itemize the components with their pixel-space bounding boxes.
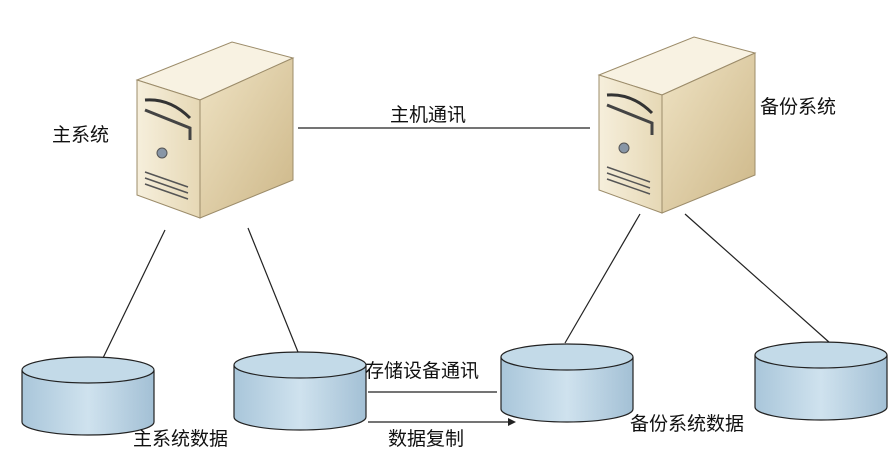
main-system-data-label: 主系统数据 [133, 428, 229, 450]
arrow-head-icon [508, 418, 516, 426]
host-comm-label: 主机通讯 [390, 104, 467, 126]
backup-server-icon [597, 35, 757, 215]
storage-comm-label: 存储设备通讯 [365, 360, 480, 382]
main-system-label: 主系统 [52, 124, 110, 146]
link-main-to-disk2 [247, 227, 299, 353]
link-main-to-disk1 [102, 229, 166, 359]
main-server-icon [135, 40, 295, 220]
connection-lines [102, 127, 831, 426]
main-disk-1-icon [21, 356, 155, 436]
link-backup-to-disk2 [684, 213, 831, 344]
backup-system-data-label: 备份系统数据 [630, 413, 745, 435]
link-backup-to-disk1 [564, 213, 641, 344]
backup-disk-2-icon [754, 341, 888, 421]
backup-disk-1-icon [500, 343, 634, 423]
main-disk-2-icon [233, 351, 367, 431]
data-replication-label: 数据复制 [388, 428, 465, 450]
backup-system-label: 备份系统 [760, 96, 837, 118]
